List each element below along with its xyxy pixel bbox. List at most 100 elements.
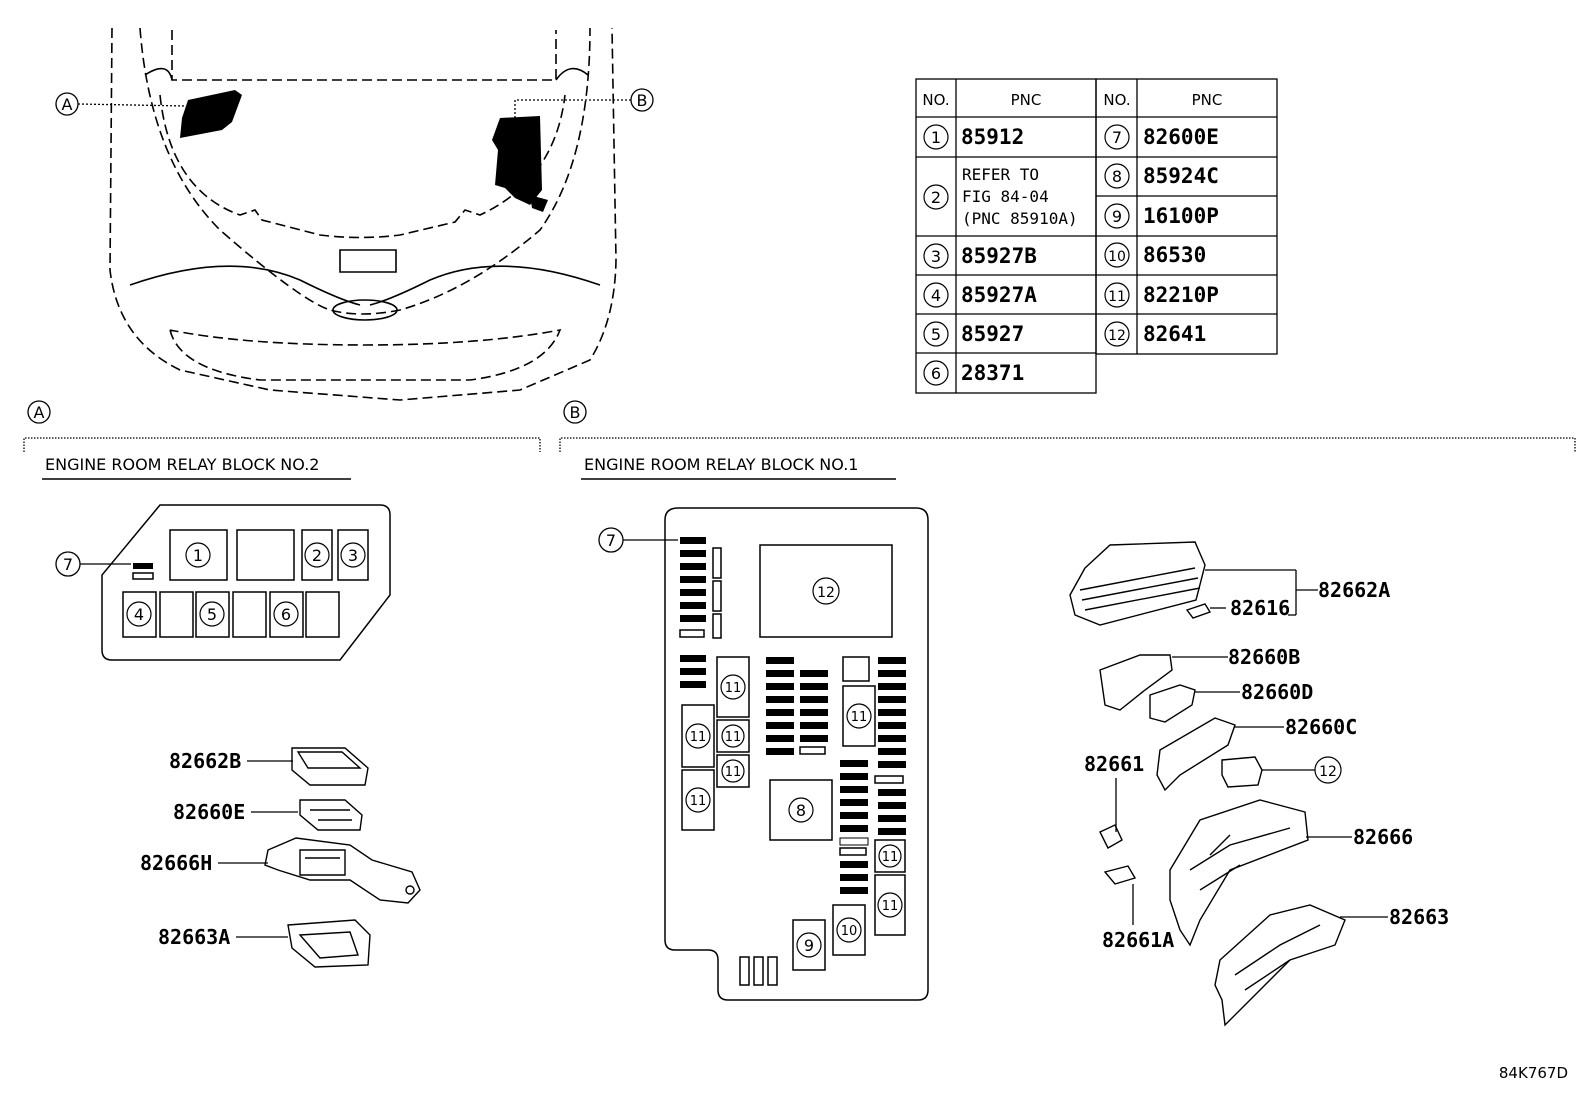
table-header-pnc-left: PNC (1011, 91, 1042, 109)
part-label-82660d: 82660D (1195, 680, 1313, 704)
relay-block-no2 (101, 504, 391, 661)
block2-callout-7: 7 (55, 551, 131, 577)
svg-text:12: 12 (1108, 328, 1126, 344)
svg-text:11: 11 (882, 850, 899, 865)
part-label-82666h: 82666H (140, 851, 268, 875)
svg-text:82210P: 82210P (1143, 283, 1219, 307)
figure-code: 84K767D (1499, 1064, 1568, 1082)
table-row: 10 86530 (1104, 242, 1206, 268)
relay-block-b-location (492, 116, 548, 212)
block1-slot-9: 9 (796, 932, 822, 958)
part-label-82666: 82666 (1306, 825, 1413, 849)
svg-text:86530: 86530 (1143, 243, 1206, 267)
block1-slot-10: 10 (836, 917, 862, 943)
svg-text:11: 11 (725, 730, 742, 745)
svg-text:11: 11 (725, 765, 742, 780)
svg-text:1: 1 (193, 546, 203, 565)
svg-text:85927A: 85927A (961, 283, 1037, 307)
svg-text:82660D: 82660D (1241, 680, 1313, 704)
svg-text:B: B (570, 403, 581, 422)
part-label-82661: 82661 (1084, 752, 1144, 832)
svg-text:82660C: 82660C (1285, 715, 1357, 739)
table-row: 12 82641 (1104, 321, 1206, 347)
svg-text:82661A: 82661A (1102, 928, 1174, 952)
relay-block-a-location (180, 90, 242, 138)
svg-text:28371: 28371 (961, 361, 1024, 385)
svg-text:11: 11 (725, 681, 742, 696)
svg-text:82666: 82666 (1353, 825, 1413, 849)
svg-text:(PNC 85910A): (PNC 85910A) (962, 209, 1078, 228)
part-label-82662a (1205, 569, 1318, 616)
svg-text:82661: 82661 (1084, 752, 1144, 776)
svg-text:2: 2 (312, 546, 322, 565)
table-row: 11 82210P (1104, 282, 1219, 308)
block1-slot-12: 12 (812, 577, 840, 605)
table-row: 5 85927 (923, 321, 1024, 347)
svg-text:16100P: 16100P (1143, 204, 1219, 228)
section-a-header: A ENGINE ROOM RELAY BLOCK NO.2 (23, 400, 541, 480)
svg-text:10: 10 (1108, 249, 1126, 265)
svg-text:3: 3 (348, 546, 358, 565)
svg-text:11: 11 (1108, 289, 1126, 305)
svg-text:82660E: 82660E (173, 800, 245, 824)
svg-text:82663: 82663 (1389, 905, 1449, 929)
block1-slot-11: 11 (721, 759, 745, 783)
svg-text:11: 11 (882, 899, 899, 914)
block1-slot-11: 11 (878, 844, 902, 868)
block1-slot-11: 11 (685, 787, 711, 813)
svg-text:6: 6 (931, 364, 941, 383)
part-label-82660b: 82660B (1172, 645, 1300, 669)
table-row: 8 85924C (1104, 163, 1219, 189)
svg-text:82666H: 82666H (140, 851, 212, 875)
svg-text:FIG 84-04: FIG 84-04 (962, 187, 1049, 206)
svg-text:82600E: 82600E (1143, 125, 1219, 149)
svg-text:10: 10 (841, 924, 858, 939)
svg-text:82662B: 82662B (169, 749, 241, 773)
svg-text:9: 9 (804, 936, 814, 955)
svg-text:7: 7 (1112, 128, 1122, 147)
svg-text:82663A: 82663A (158, 925, 230, 949)
parts-a-drawings (264, 747, 421, 968)
svg-text:85927: 85927 (961, 322, 1024, 346)
block1-callout-7: 7 (598, 527, 678, 553)
part-label-82663: 82663 (1340, 905, 1449, 929)
block1-fuse-grid (680, 537, 906, 894)
relay-block-no1 (664, 507, 929, 1001)
svg-text:A: A (62, 95, 73, 114)
svg-text:12: 12 (817, 585, 835, 601)
svg-text:A: A (34, 403, 45, 422)
table-row: 3 85927B (923, 243, 1037, 269)
svg-text:11: 11 (851, 710, 868, 725)
part-label-82660e: 82660E (173, 800, 298, 824)
section-a-title: ENGINE ROOM RELAY BLOCK NO.2 (45, 455, 319, 474)
locator-a: A (55, 92, 186, 116)
svg-text:11: 11 (690, 730, 707, 745)
table-header-no-right: NO. (1103, 91, 1130, 109)
block1-slot-8: 8 (788, 797, 814, 823)
svg-text:1: 1 (931, 128, 941, 147)
block2-slot: 2 (304, 542, 330, 568)
block2-slot: 5 (199, 601, 225, 627)
part-label-82661a: 82661A (1102, 884, 1174, 952)
svg-text:5: 5 (207, 605, 217, 624)
table-header-no-left: NO. (922, 91, 949, 109)
block1-slot-11: 11 (685, 723, 711, 749)
block2-slot: 4 (126, 601, 152, 627)
section-b-header: B ENGINE ROOM RELAY BLOCK NO.1 (559, 400, 1576, 480)
block1-slot-11: 11 (846, 703, 872, 729)
block1-slot-11: 11 (720, 674, 746, 700)
part-82662a: 82662A (1318, 578, 1390, 602)
svg-text:12: 12 (1319, 764, 1337, 780)
block2-slot: 6 (273, 601, 299, 627)
table-row: 7 82600E (1104, 124, 1219, 150)
part-label-82660c: 82660C (1234, 715, 1357, 739)
svg-text:5: 5 (931, 325, 941, 344)
svg-text:8: 8 (796, 801, 806, 820)
svg-text:9: 9 (1112, 207, 1122, 226)
svg-text:11: 11 (690, 794, 707, 809)
svg-text:82660B: 82660B (1228, 645, 1300, 669)
svg-text:2: 2 (931, 188, 941, 207)
svg-text:85927B: 85927B (961, 244, 1037, 268)
locator-b: B (514, 88, 654, 120)
